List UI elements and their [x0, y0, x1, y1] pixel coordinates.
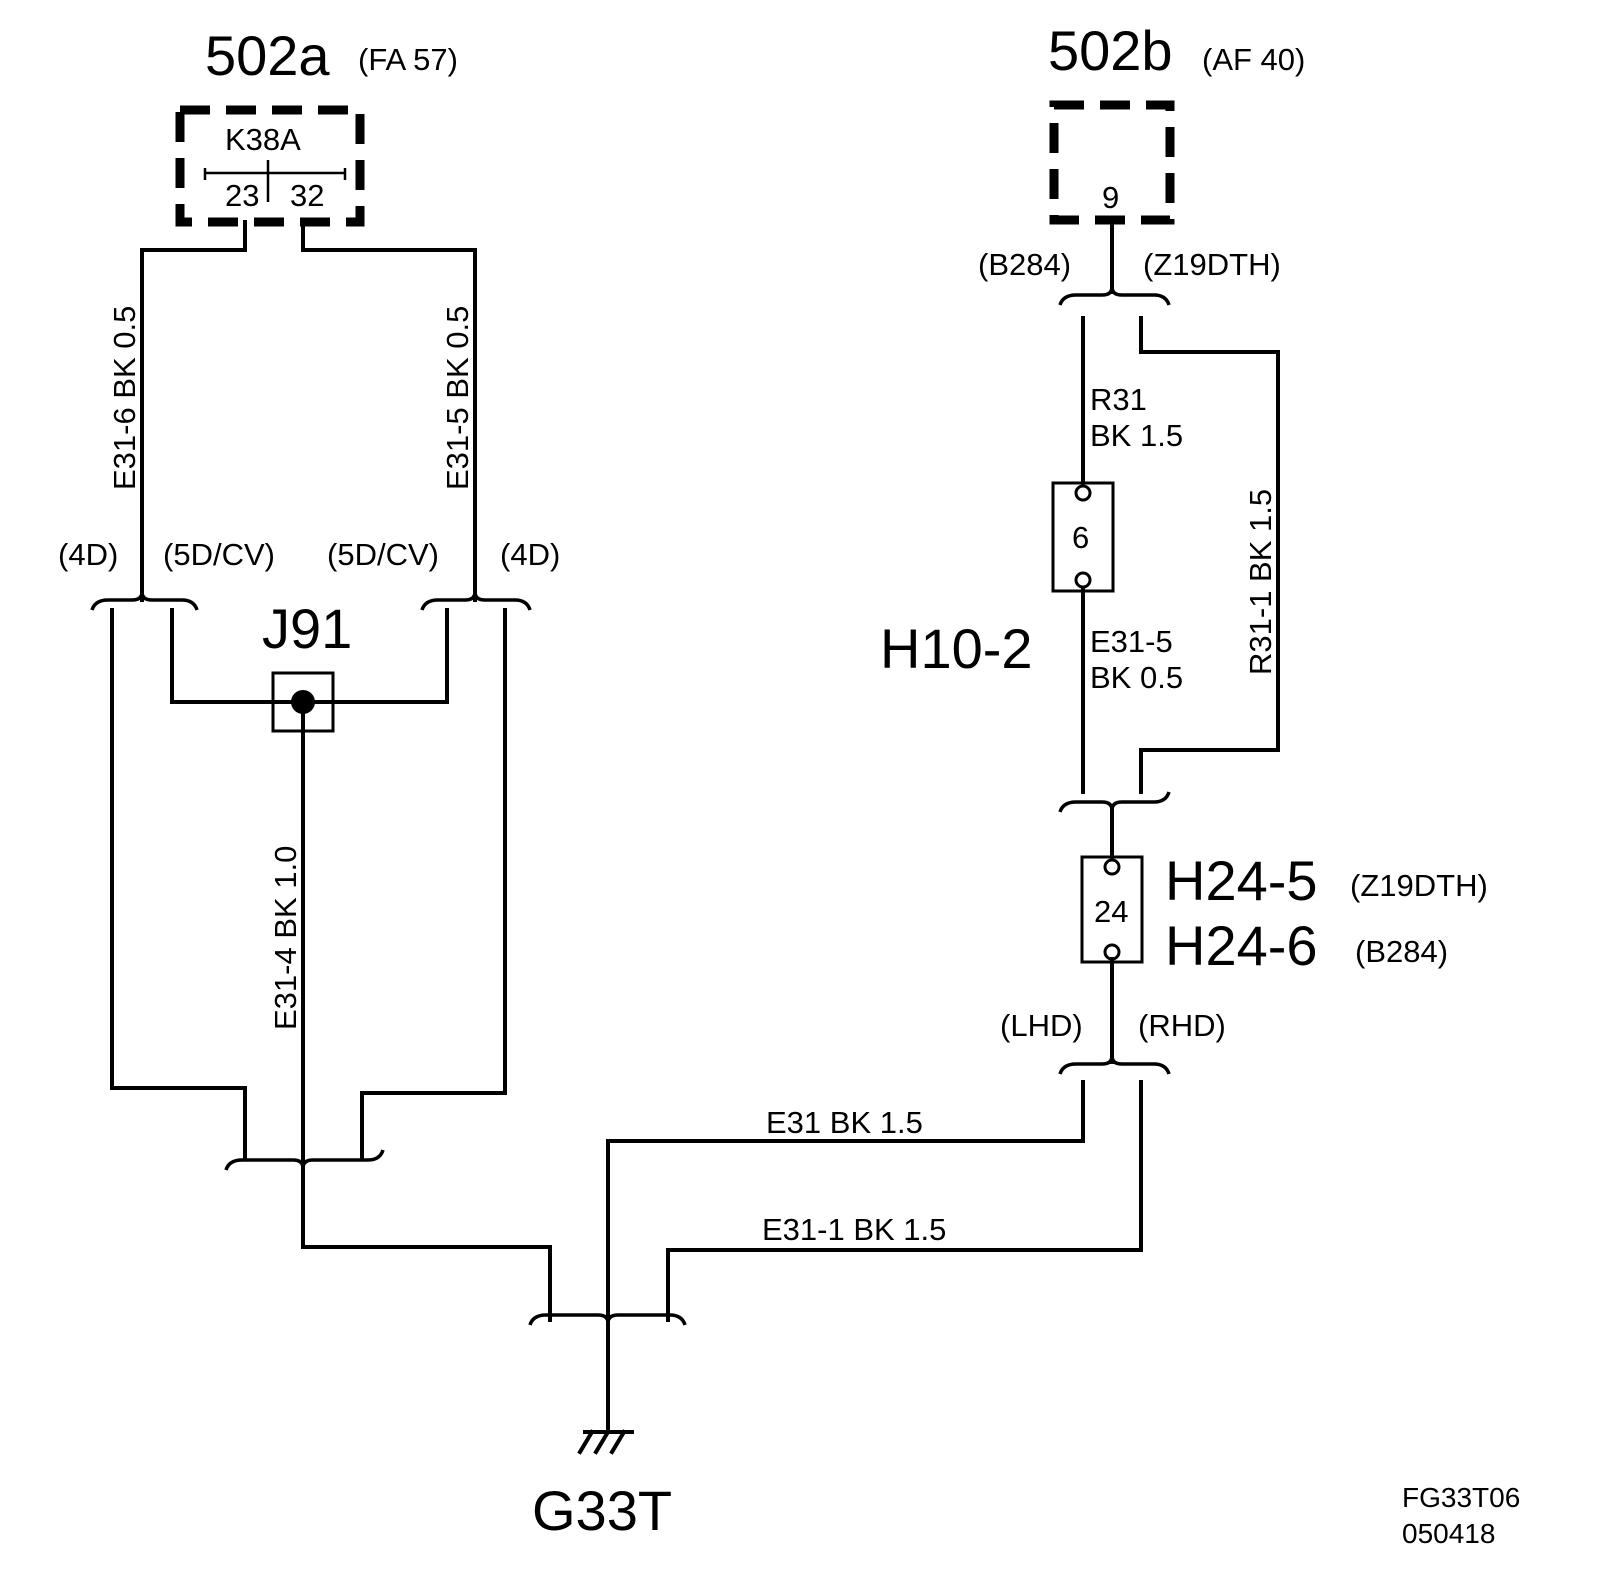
wire-4d-right: [360, 608, 507, 1160]
component-502b-code: (AF 40): [1202, 42, 1305, 77]
variant-5dcv-left: (5D/CV): [163, 537, 275, 572]
component-502a-id: 502a: [205, 24, 330, 87]
wire-e31-1: [666, 1080, 1143, 1322]
variant-bracket-left: [90, 590, 199, 611]
footer-date: 050418: [1402, 1518, 1495, 1549]
wire-e31-5-right-gauge: BK 0.5: [1090, 660, 1183, 695]
wire-e31-4-label: E31-4 BK 1.0: [268, 846, 303, 1030]
splice-j91-label: J91: [262, 597, 352, 660]
wire-e31-1-label: E31-1 BK 1.5: [762, 1212, 946, 1247]
ground-g33t-label: G33T: [532, 1479, 672, 1542]
ground-icon: [577, 1429, 634, 1455]
component-502a: 502a (FA 57) K38A 23 32: [175, 24, 458, 227]
connector-h24-6-label: H24-6: [1165, 914, 1318, 977]
footer-diagram-code: FG33T06: [1402, 1482, 1520, 1513]
wire-r31-label: R31: [1090, 382, 1147, 417]
wire-e31: [606, 1080, 1085, 1322]
wire-e31-5-left-label: E31-5 BK 0.5: [440, 306, 475, 490]
connector-h24-pin: 24: [1094, 894, 1128, 929]
wire-4d-left: [110, 608, 247, 1160]
variant-lhd: (LHD): [1000, 1008, 1083, 1043]
component-502b-id: 502b: [1048, 19, 1173, 82]
component-502b: 502b (AF 40) 9: [1048, 19, 1305, 225]
pin-9-label: 9: [1102, 180, 1119, 215]
variant-bracket-right: [420, 590, 532, 611]
relay-k38a-label: K38A: [225, 122, 301, 157]
variant-4d-left: (4D): [58, 537, 118, 572]
connector-h24-5-label: H24-5: [1165, 849, 1318, 912]
connector-h10-2-pin: 6: [1072, 520, 1089, 555]
component-502a-outline: [175, 105, 365, 227]
wire-e31-6-label: E31-6 BK 0.5: [107, 306, 142, 490]
variant-bracket-lhd-rhd: [1058, 1054, 1171, 1075]
wire-r31-gauge: BK 1.5: [1090, 418, 1183, 453]
pin-32-label: 32: [290, 178, 324, 213]
variant-b284: (B284): [978, 247, 1071, 282]
component-502a-code: (FA 57): [358, 42, 458, 77]
wire-r31-1: [1139, 316, 1280, 794]
wire-e31-label: E31 BK 1.5: [766, 1105, 923, 1140]
wire-e31-5-right-label: E31-5: [1090, 624, 1173, 659]
connector-h10-2-label: H10-2: [880, 617, 1033, 680]
variant-5dcv-right: (5D/CV): [327, 537, 439, 572]
connector-h24-6-variant: (B284): [1355, 934, 1448, 969]
variant-bracket-h10-merge: [1058, 791, 1171, 813]
wire-e31-5-left: [301, 220, 477, 602]
variant-rhd: (RHD): [1138, 1008, 1226, 1043]
variant-4d-right: (4D): [500, 537, 560, 572]
variant-bracket-502b: [1058, 285, 1171, 306]
wire-r31-1-label: R31-1 BK 1.5: [1243, 489, 1278, 675]
wire-e31-6: [140, 220, 247, 602]
variant-z19dth: (Z19DTH): [1143, 247, 1281, 282]
wire-to-ground-left: [301, 1166, 552, 1322]
pin-23-label: 23: [225, 178, 259, 213]
connector-h24-5-variant: (Z19DTH): [1350, 868, 1488, 903]
